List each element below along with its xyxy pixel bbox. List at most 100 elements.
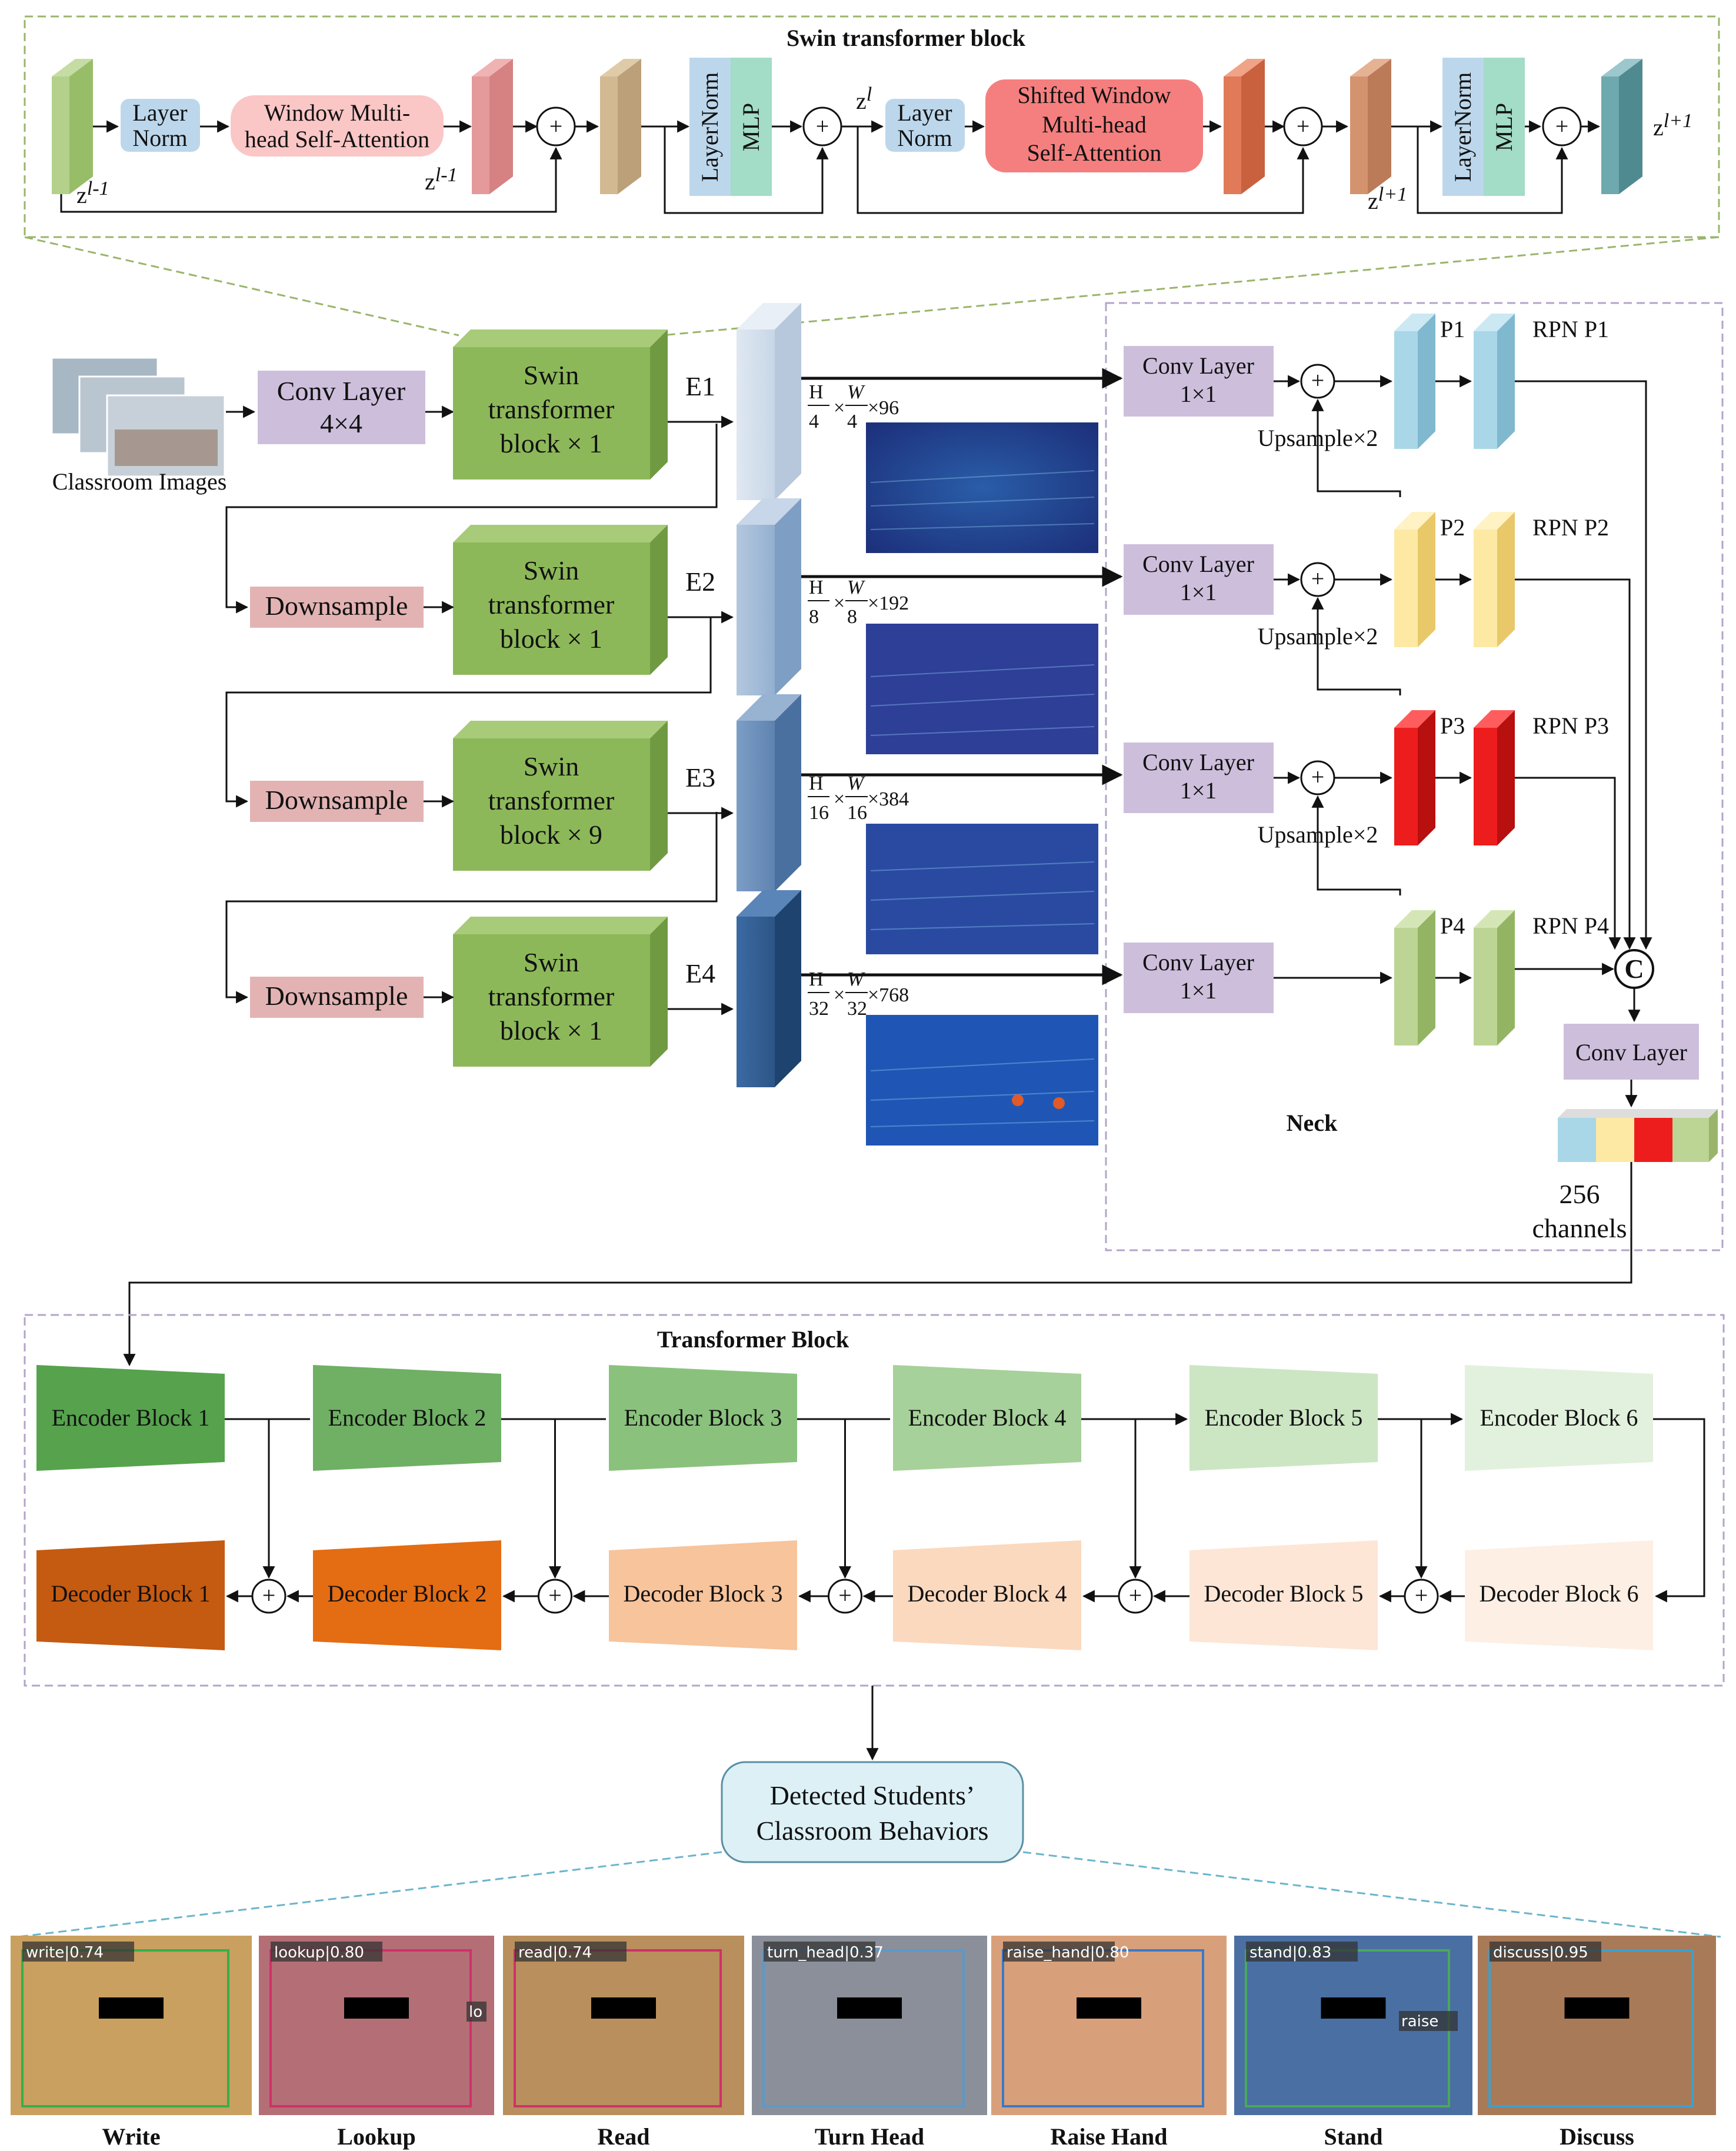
- dim-times-1: ×: [834, 397, 845, 419]
- conv-layer-4x4: [258, 371, 425, 444]
- stage-4-line2: transformer: [488, 981, 615, 1011]
- dim-hd-2: 8: [809, 606, 819, 628]
- decoder-label-1: Decoder Block 1: [51, 1580, 210, 1607]
- rpn-label-3: RPN P3: [1532, 712, 1609, 739]
- behavior-label-6: Stand: [1324, 2123, 1382, 2150]
- svg-text:+: +: [548, 1582, 562, 1609]
- dim-wd-2: 8: [847, 606, 857, 628]
- downsample-2: [250, 781, 424, 822]
- detection-tag-3: read|0.74: [518, 1944, 592, 1962]
- feature-map-e2: [737, 525, 775, 695]
- input-images: [51, 357, 226, 478]
- svg-text:+: +: [262, 1582, 276, 1609]
- encoder-label-1: Encoder Block 1: [52, 1404, 210, 1431]
- p-slab-4: [1394, 928, 1418, 1045]
- concat-label: C: [1624, 954, 1644, 984]
- behavior-photo-5: [991, 1936, 1227, 2115]
- heatmap-e1: [866, 422, 1098, 553]
- label-z-l-minus-1: zl-1: [76, 178, 109, 208]
- dim-c-4: ×768: [868, 984, 909, 1006]
- layer-norm-1-box: [121, 99, 200, 152]
- detection-tag-7: discuss|0.95: [1493, 1944, 1588, 1962]
- behavior-label-1: Write: [102, 2123, 160, 2150]
- face-mask-5: [1077, 1997, 1141, 2019]
- layer-norm-2-box: [885, 99, 965, 152]
- swin-panel-border: [24, 15, 1720, 238]
- decoder-block-2: [313, 1540, 501, 1650]
- swin-stage-box-2: [453, 542, 650, 675]
- swin-stage-box-4: [453, 934, 650, 1067]
- conv-4x4-line2: 4×4: [320, 408, 362, 438]
- stage-3-line1: Swin: [524, 751, 579, 781]
- stage-2-line3: block × 1: [500, 624, 602, 654]
- heatmaps: [866, 422, 1098, 1146]
- mlp-1-col: [731, 58, 772, 196]
- dim-times-3: ×: [834, 788, 845, 810]
- neck-conv-3-line2: 1×1: [1180, 777, 1217, 804]
- stage-name-e3: E3: [685, 762, 715, 793]
- stage-3-line3: block × 9: [500, 820, 602, 850]
- downsample-1: [250, 587, 424, 628]
- p-slab-1: [1394, 331, 1418, 449]
- detection-tag-4: turn_head|0.37: [767, 1944, 884, 1962]
- layer-norm-1-line2: Norm: [132, 125, 187, 151]
- extra-tag-stand: raise: [1401, 2013, 1438, 2030]
- stage-2-line1: Swin: [524, 555, 579, 585]
- swin-stage-box-1: [453, 347, 650, 480]
- layernorm-1-col: [689, 58, 731, 196]
- behavior-photo-2: [259, 1936, 494, 2115]
- output-box-line1: Detected Students’: [770, 1780, 975, 1810]
- dim-w-1: W: [847, 381, 865, 403]
- decoder-label-6: Decoder Block 6: [1479, 1580, 1638, 1607]
- input-label: Classroom Images: [52, 468, 227, 495]
- downsample-3-label: Downsample: [265, 981, 408, 1011]
- behavior-label-2: Lookup: [337, 2123, 415, 2150]
- encoder-label-2: Encoder Block 2: [328, 1404, 487, 1431]
- output-box-line2: Classroom Behaviors: [757, 1816, 989, 1846]
- rpn-label-1: RPN P1: [1532, 316, 1609, 342]
- stage-1-line1: Swin: [524, 360, 579, 390]
- p-label-2: P2: [1440, 514, 1465, 541]
- swin-stage-box-3: [453, 738, 650, 871]
- conv-4x4-line1: Conv Layer: [277, 376, 405, 406]
- stage-4-line1: Swin: [524, 947, 579, 977]
- encoder-label-4: Encoder Block 4: [908, 1404, 1067, 1431]
- swmsa-line1: Shifted Window: [1018, 82, 1171, 108]
- dim-h-2: H: [809, 577, 824, 598]
- heatmap-e4: [866, 1015, 1098, 1146]
- wmsa-line1: Window Multi-: [264, 99, 410, 126]
- face-mask-2: [344, 1997, 409, 2019]
- feature-map-e1: [737, 329, 775, 500]
- heatmap-e3: [866, 824, 1098, 954]
- decoder-block-1: [36, 1540, 225, 1650]
- svg-text:+: +: [1415, 1582, 1428, 1609]
- dim-c-1: ×96: [868, 397, 899, 419]
- behavior-label-7: Discuss: [1560, 2123, 1634, 2150]
- concat-feature-bar: [1558, 1109, 1718, 1162]
- behavior-label-4: Turn Head: [815, 2123, 924, 2150]
- face-mask-7: [1564, 1997, 1630, 2019]
- dim-c-3: ×384: [868, 788, 909, 810]
- slab-copper: [1350, 59, 1391, 194]
- decoder-block-5: [1189, 1540, 1378, 1650]
- encoder-block-5: [1189, 1365, 1378, 1471]
- downsample-2-label: Downsample: [265, 785, 408, 815]
- dim-wd-4: 32: [847, 998, 867, 1020]
- mlp-1-label: MLP: [738, 103, 764, 151]
- label-zhat-l: zl-1: [425, 164, 458, 195]
- dim-w-4: W: [847, 968, 865, 990]
- rpn-label-4: RPN P4: [1532, 913, 1609, 939]
- wmsa-line2: head Self-Attention: [245, 126, 429, 152]
- detection-tag-5: raise_hand|0.80: [1007, 1944, 1129, 1962]
- decoder-label-5: Decoder Block 5: [1204, 1580, 1363, 1607]
- mlp-2-col: [1484, 58, 1525, 196]
- slab-orange: [1224, 59, 1265, 194]
- slab-teal: [1601, 59, 1642, 194]
